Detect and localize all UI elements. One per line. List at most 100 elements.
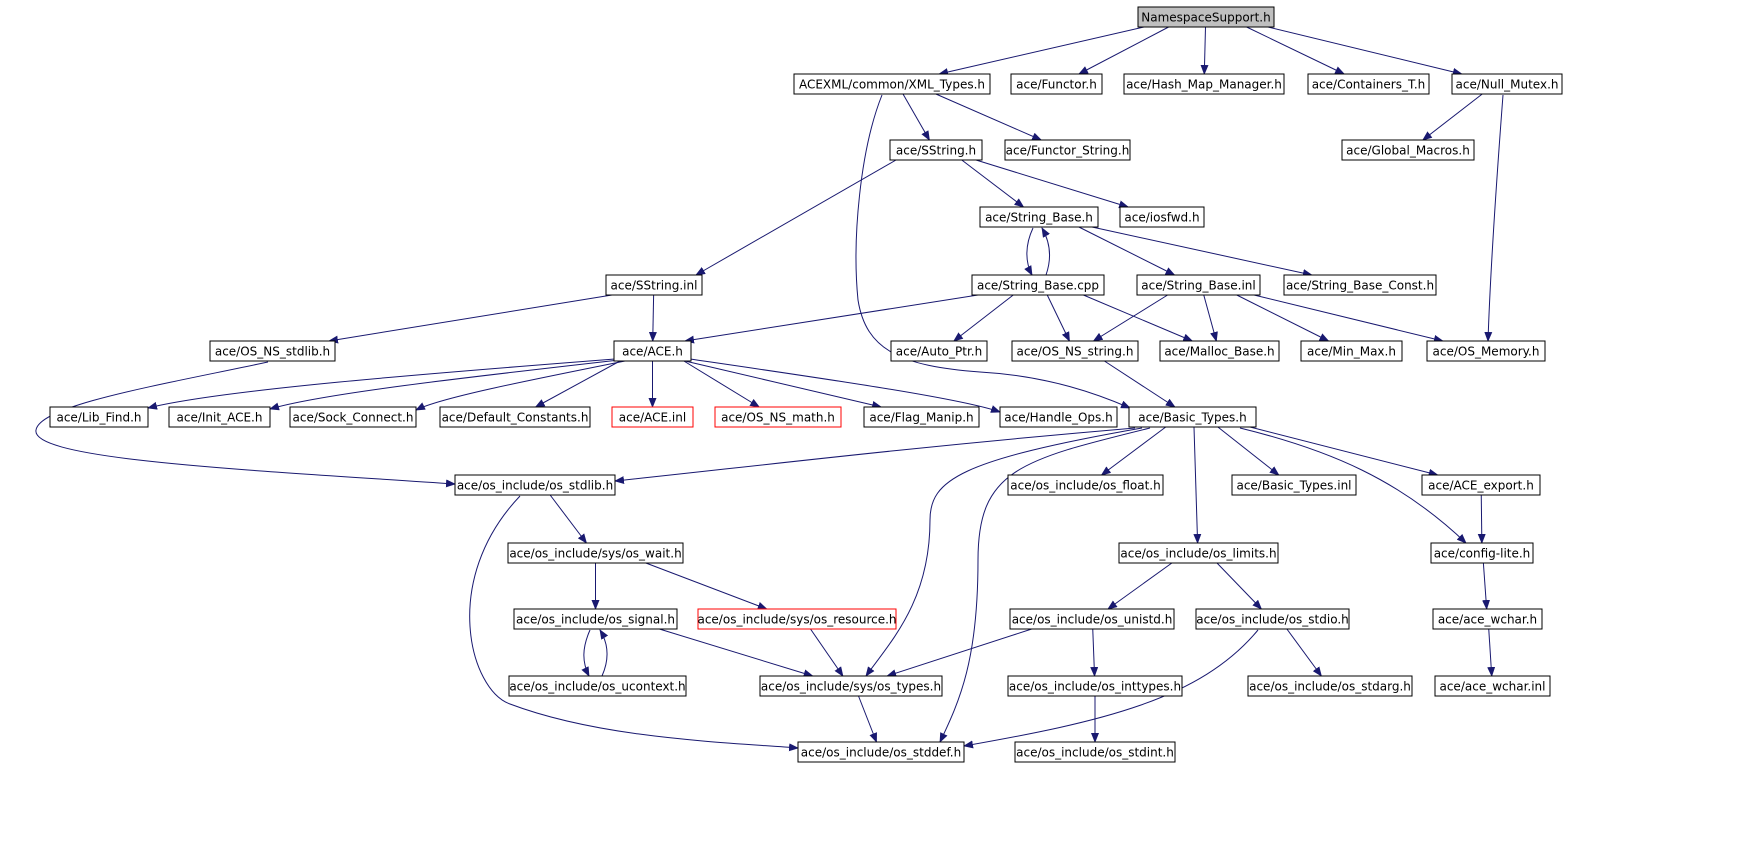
node-label: ace/Init_ACE.h	[177, 411, 263, 425]
node-osstddef[interactable]: ace/os_include/os_stddef.h	[797, 741, 965, 763]
node-root[interactable]: NamespaceSupport.h	[1137, 6, 1275, 28]
node-box	[439, 406, 591, 428]
node-ossignal[interactable]: ace/os_include/os_signal.h	[513, 608, 678, 630]
node-osinttypes[interactable]: ace/os_include/os_inttypes.h	[1007, 675, 1183, 697]
node-box	[1247, 675, 1413, 697]
node-sstring[interactable]: ace/SString.h	[889, 139, 983, 161]
node-flagmanip[interactable]: ace/Flag_Manip.h	[863, 406, 980, 428]
edge-ace-to-sockconnect	[415, 359, 631, 411]
node-minmax[interactable]: ace/Min_Max.h	[1300, 340, 1403, 362]
node-label: ace/os_include/sys/os_resource.h	[697, 613, 896, 627]
edge-xmltypes-to-basictypes	[855, 94, 1131, 409]
edge-osstdlib-to-osstddef	[469, 495, 799, 752]
node-iosfwd[interactable]: ace/iosfwd.h	[1119, 206, 1205, 228]
edge-basictypes-to-oslimits	[1193, 426, 1202, 544]
node-box	[168, 406, 271, 428]
node-oswait[interactable]: ace/os_include/sys/os_wait.h	[507, 542, 684, 564]
edge-strbaseinl-to-minmax	[1236, 294, 1330, 342]
node-nullmutex[interactable]: ace/Null_Mutex.h	[1451, 73, 1563, 95]
node-strbasecpp[interactable]: ace/String_Base.cpp	[971, 274, 1105, 296]
node-box	[1434, 675, 1551, 697]
node-globalmacros[interactable]: ace/Global_Macros.h	[1341, 139, 1475, 161]
edge-ace-to-osnsmath	[683, 360, 761, 408]
node-aceinl[interactable]: ace/ACE.inl	[611, 406, 694, 428]
node-label: ace/Min_Max.h	[1307, 345, 1396, 359]
node-osmemory[interactable]: ace/OS_Memory.h	[1426, 340, 1546, 362]
node-box	[890, 340, 988, 362]
node-functor[interactable]: ace/Functor.h	[1010, 73, 1103, 95]
node-ostypes[interactable]: ace/os_include/sys/os_types.h	[759, 675, 943, 697]
node-label: ace/SString.inl	[611, 279, 698, 293]
node-hashmap[interactable]: ace/Hash_Map_Manager.h	[1123, 73, 1285, 95]
node-box	[1421, 474, 1541, 496]
node-osstdio[interactable]: ace/os_include/os_stdio.h	[1195, 608, 1350, 630]
node-ace[interactable]: ace/ACE.h	[613, 340, 692, 362]
node-label: ace/Flag_Manip.h	[869, 411, 973, 425]
edge-xmltypes-to-sstring	[902, 93, 930, 141]
node-functorstr[interactable]: ace/Functor_String.h	[1004, 139, 1131, 161]
node-defconst[interactable]: ace/Default_Constants.h	[439, 406, 591, 428]
node-acewcharinl[interactable]: ace/ace_wchar.inl	[1434, 675, 1551, 697]
node-box	[971, 274, 1105, 296]
node-label: ace/ACE_export.h	[1428, 479, 1534, 493]
node-label: ace/Sock_Connect.h	[293, 411, 414, 425]
node-handleops[interactable]: ace/Handle_Ops.h	[999, 406, 1118, 428]
edge-nullmutex-to-globalmacros	[1422, 93, 1483, 141]
edge-ace-to-initace	[269, 358, 629, 411]
node-box	[49, 406, 149, 428]
node-aceexport[interactable]: ace/ACE_export.h	[1421, 474, 1541, 496]
edge-osresource-to-ostypes	[810, 628, 844, 677]
node-containers[interactable]: ace/Containers_T.h	[1307, 73, 1430, 95]
node-osnsstring[interactable]: ace/OS_NS_string.h	[1011, 340, 1139, 362]
edge-ace-to-flagmanip	[684, 360, 883, 409]
node-autoptr[interactable]: ace/Auto_Ptr.h	[890, 340, 988, 362]
edge-osstdlib-to-oswait	[549, 494, 588, 544]
node-strbaseconst[interactable]: ace/String_Base_Const.h	[1283, 274, 1437, 296]
edge-root-to-containers	[1246, 26, 1346, 75]
node-label: ace/String_Base.cpp	[977, 279, 1099, 293]
node-sstringinl[interactable]: ace/SString.inl	[605, 274, 703, 296]
edge-aceexport-to-configlite	[1477, 494, 1486, 544]
node-label: ace/Malloc_Base.h	[1164, 345, 1274, 359]
node-basictypes[interactable]: ace/Basic_Types.h	[1128, 406, 1257, 428]
node-osfloat[interactable]: ace/os_include/os_float.h	[1007, 474, 1164, 496]
node-acewchar[interactable]: ace/ace_wchar.h	[1432, 608, 1543, 630]
node-strbaseinl[interactable]: ace/String_Base.inl	[1136, 274, 1261, 296]
edge-xmltypes-to-functorstr	[935, 93, 1043, 141]
node-box	[1119, 206, 1205, 228]
node-configlite[interactable]: ace/config-lite.h	[1430, 542, 1534, 564]
node-sockconnect[interactable]: ace/Sock_Connect.h	[289, 406, 417, 428]
node-label: ace/os_include/sys/os_wait.h	[509, 547, 681, 561]
node-osresource[interactable]: ace/os_include/sys/os_resource.h	[697, 608, 897, 630]
node-osunistd[interactable]: ace/os_include/os_unistd.h	[1009, 608, 1175, 630]
edge-sstringinl-to-osnsstdlib	[328, 294, 613, 344]
node-osstdlib[interactable]: ace/os_include/os_stdlib.h	[454, 474, 616, 496]
node-box	[793, 73, 991, 95]
node-libfind[interactable]: ace/Lib_Find.h	[49, 406, 149, 428]
node-osnsmath[interactable]: ace/OS_NS_math.h	[714, 406, 842, 428]
node-xmltypes[interactable]: ACEXML/common/XML_Types.h	[793, 73, 991, 95]
node-box	[1123, 73, 1285, 95]
node-osstdint[interactable]: ace/os_include/os_stdint.h	[1014, 741, 1176, 763]
node-label: ace/OS_NS_string.h	[1017, 345, 1134, 359]
edge-ace-to-libfind	[147, 357, 629, 410]
node-basictypesinl[interactable]: ace/Basic_Types.inl	[1231, 474, 1357, 496]
node-box	[507, 542, 684, 564]
edges-layer	[35, 26, 1504, 752]
node-osnsstdlib[interactable]: ace/OS_NS_stdlib.h	[209, 340, 336, 362]
node-label: ace/OS_NS_stdlib.h	[215, 345, 330, 359]
node-oslimits[interactable]: ace/os_include/os_limits.h	[1118, 542, 1279, 564]
node-strbase[interactable]: ace/String_Base.h	[979, 206, 1099, 228]
edge-osunistd-to-ostypes	[886, 628, 1032, 678]
node-osucontext[interactable]: ace/os_include/os_ucontext.h	[508, 675, 687, 697]
node-box	[999, 406, 1118, 428]
node-label: ace/Containers_T.h	[1312, 78, 1426, 92]
edge-osnsstring-to-basictypes	[1104, 360, 1176, 408]
node-label: ace/config-lite.h	[1434, 547, 1531, 561]
node-initace[interactable]: ace/Init_ACE.h	[168, 406, 271, 428]
node-box	[1009, 608, 1175, 630]
node-label: ace/os_include/sys/os_types.h	[761, 680, 941, 694]
node-mallocbase[interactable]: ace/Malloc_Base.h	[1159, 340, 1280, 362]
edge-strbasecpp-to-autoptr	[953, 294, 1014, 342]
node-osstdarg[interactable]: ace/os_include/os_stdarg.h	[1247, 675, 1413, 697]
